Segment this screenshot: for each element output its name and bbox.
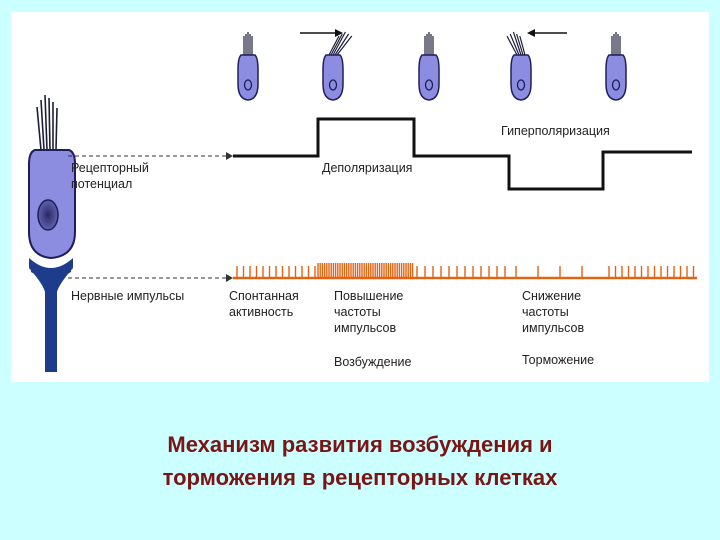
receptor-potential-trace (233, 117, 692, 191)
hyperpolarization-label: Гиперполяризация (501, 124, 610, 138)
hair-cell-row (237, 31, 627, 101)
inhibition-label: Торможение (522, 353, 595, 367)
hair-cell (237, 32, 259, 101)
impulse-leader-arrowhead (226, 274, 233, 282)
arrow-left-icon (527, 29, 567, 37)
frequency-increase-label: Повышение частоты импульсов (334, 289, 404, 335)
arrow-right-icon (300, 29, 343, 37)
frequency-decrease-label: Снижение частоты импульсов (522, 289, 585, 335)
nerve-fiber (45, 280, 57, 372)
cilia-bundle (36, 94, 58, 151)
receptor-potential-label: Рецепторный потенциал (71, 161, 149, 191)
spontaneous-activity-label: Спонтанная активность (229, 289, 299, 319)
cell-nucleus (37, 199, 59, 231)
excitation-label: Возбуждение (334, 355, 412, 369)
slide-caption: Механизм развития возбуждения и торможен… (162, 432, 558, 490)
nerve-impulses-label: Нервные импульсы (71, 289, 185, 303)
hair-cell (418, 32, 440, 101)
diagram-panel: Рецепторный потенциал Нервные импульсы Д… (11, 12, 709, 382)
hair-cell (506, 31, 532, 101)
potential-leader-arrowhead (226, 152, 233, 160)
depolarization-label: Деполяризация (322, 161, 413, 175)
impulse-marks (236, 263, 695, 278)
large-receptor-cell (28, 94, 76, 372)
nerve-cup (29, 258, 73, 292)
hair-cell (322, 31, 353, 101)
hair-cell (605, 32, 627, 101)
receptor-mechanism-diagram (28, 29, 697, 372)
